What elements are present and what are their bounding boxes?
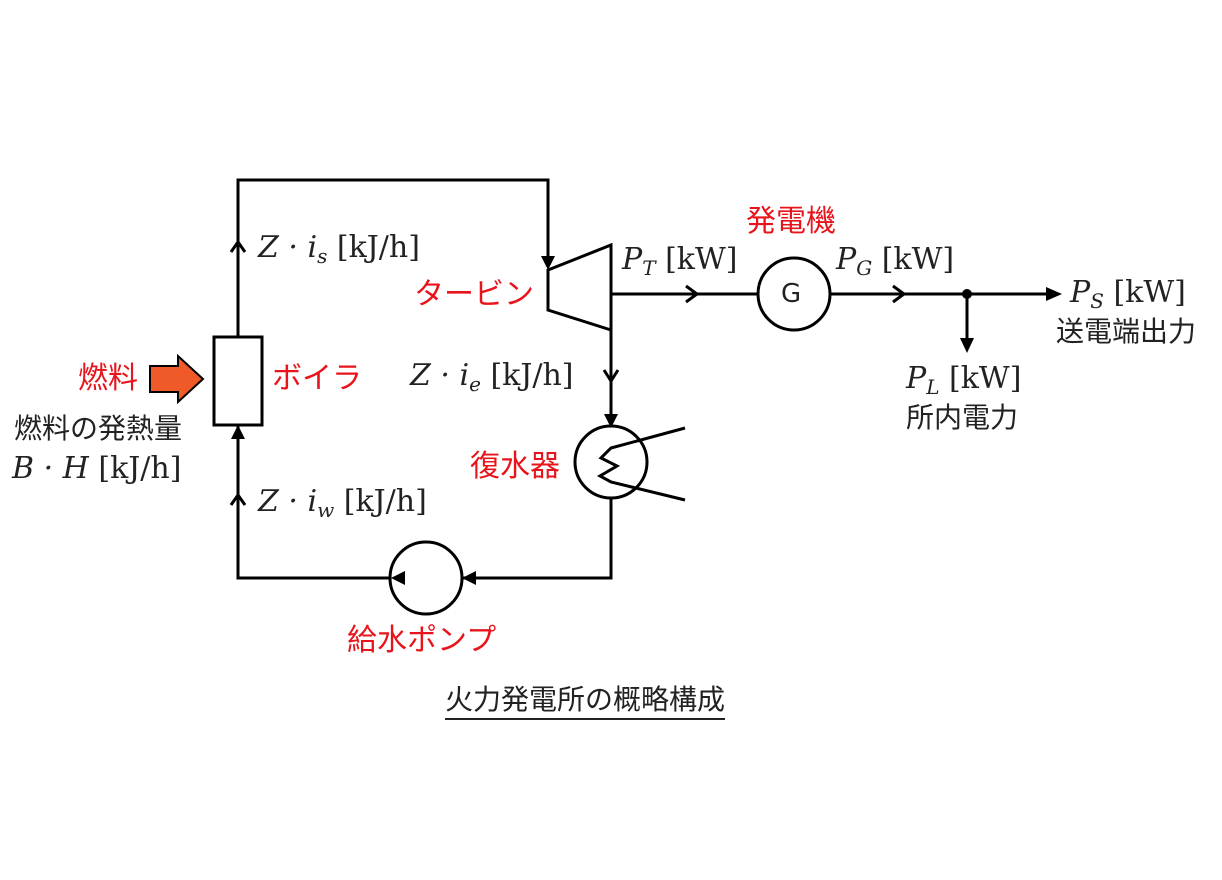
condenser-inlet-arrowhead (604, 414, 618, 428)
exhaust-flow-unit: [kJ/h] (490, 358, 574, 393)
fuel-heat-label: 燃料の発熱量 (14, 412, 183, 445)
feed-pump-circle (388, 540, 464, 616)
water-flow-sub: w (317, 498, 335, 522)
generator-label: 発電機 (746, 204, 836, 239)
feed-pump-label: 給水ポンプ (347, 623, 497, 658)
exhaust-down-chevron (602, 369, 620, 384)
generator-output-sub: G (856, 256, 873, 280)
steam-flow-sub: s (317, 244, 328, 268)
steam-up-chevron (229, 239, 247, 253)
steam-line (236, 178, 550, 337)
station-power-arrowhead (960, 338, 974, 353)
generator-output-chevron (892, 284, 907, 304)
diagram-caption: 火力発電所の概略構成 (445, 686, 726, 720)
steam-flow-symbol: Z · i (258, 230, 318, 265)
station-load-sub: L (926, 375, 940, 399)
steam-inlet-arrowhead (541, 256, 555, 270)
sending-output-unit: [kW] (1113, 275, 1186, 310)
boiler-label: ボイラ (272, 361, 362, 396)
generator-symbol: G (781, 279, 802, 309)
station-load-unit: [kW] (949, 361, 1022, 396)
boiler-block (212, 335, 264, 427)
exhaust-flow-symbol: Z · i (410, 358, 470, 393)
generator-output-symbol: P (836, 242, 857, 277)
turbine-output-symbol: P (622, 242, 643, 277)
sending-output-label: PS [kW] (1070, 275, 1186, 313)
generator-output-unit: [kW] (881, 242, 955, 277)
pump-inlet-arrowhead (462, 571, 476, 585)
turbine-shape (546, 242, 613, 333)
steam-flow-label: Z · is [kJ/h] (258, 230, 420, 268)
water-flow-symbol: Z · i (258, 484, 318, 519)
turbine-output-sub: T (642, 256, 656, 280)
sending-output-arrowhead (1046, 287, 1062, 301)
station-power-label: 所内電力 (906, 401, 1019, 434)
water-flow-label: Z · iw [kJ/h] (258, 484, 427, 522)
station-load-symbol: P (906, 361, 927, 396)
fuel-label: 燃料 (78, 361, 138, 396)
fuel-input-label: B · H [kJ/h] (12, 454, 181, 484)
fuel-arrow (149, 353, 205, 405)
sending-end-output-label: 送電端出力 (1056, 315, 1197, 348)
water-flow-unit: [kJ/h] (343, 484, 427, 519)
fuel-input-unit: [kJ/h] (98, 451, 182, 486)
feed-pump-arrowhead (391, 571, 405, 585)
condenser-label: 復水器 (470, 449, 560, 484)
turbine-label: タービン (414, 277, 534, 312)
steam-flow-unit: [kJ/h] (336, 230, 420, 265)
fuel-input-symbol: B · H (12, 451, 89, 486)
sending-output-sub: S (1090, 289, 1104, 313)
turbine-output-chevron (685, 284, 700, 304)
sending-output-symbol: P (1070, 275, 1091, 310)
exhaust-flow-sub: e (469, 372, 481, 396)
condensate-line (462, 498, 613, 580)
turbine-output-unit: [kW] (665, 242, 738, 277)
exhaust-flow-label: Z · ie [kJ/h] (410, 358, 574, 396)
turbine-output-label: PT [kW] (622, 242, 738, 280)
station-load-label: PL [kW] (906, 361, 1022, 399)
boiler-inlet-arrowhead (231, 425, 245, 439)
feedwater-up-chevron (229, 492, 247, 506)
condenser-coil (596, 426, 686, 502)
feedwater-line (236, 425, 390, 580)
generator-output-label: PG [kW] (836, 242, 955, 280)
